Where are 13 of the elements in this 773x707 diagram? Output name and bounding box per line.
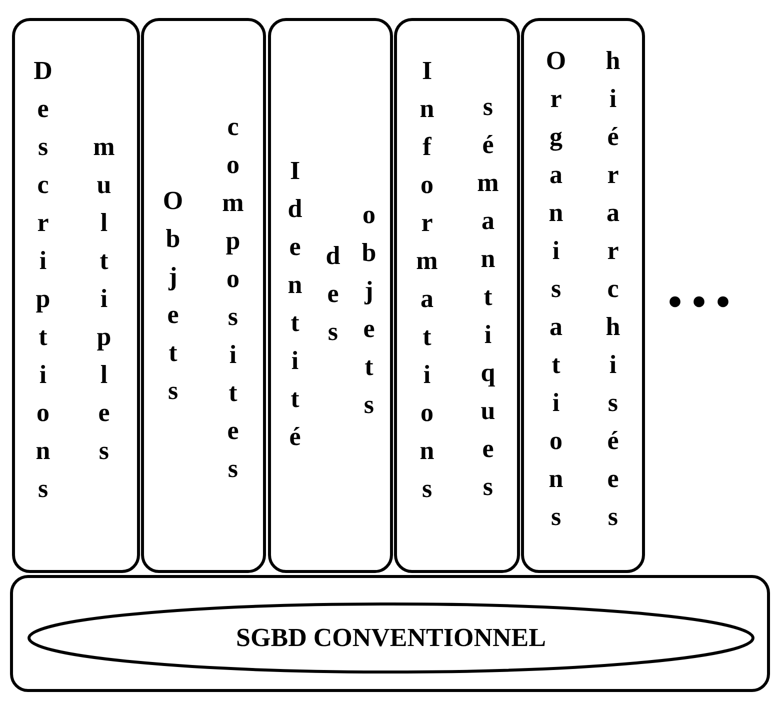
ellipse-node: SGBD CONVENTIONNEL (27, 602, 755, 674)
column-box (141, 18, 266, 573)
ellipsis-label: • • • (668, 278, 730, 325)
vertical-label: Descriptions multiples (32, 55, 120, 505)
vertical-label: Objets composites (162, 111, 249, 485)
vertical-label: Organisations hiérarchisées (544, 45, 629, 533)
vertical-label: Informations sémantiques (415, 55, 504, 505)
column-box (521, 18, 645, 573)
base-box (10, 575, 770, 692)
column-box (12, 18, 140, 573)
vertical-label: Identité des objets (286, 155, 385, 453)
column-box (394, 18, 520, 573)
column-box (268, 18, 393, 573)
